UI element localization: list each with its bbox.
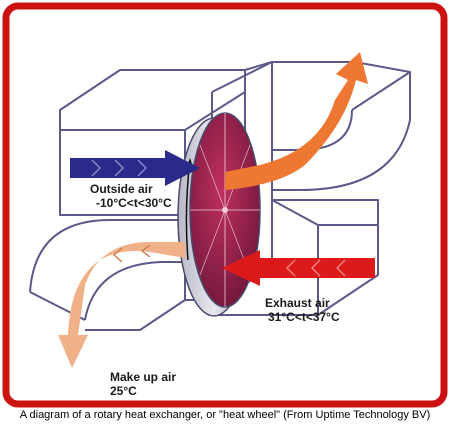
red-frame-border (2, 2, 448, 408)
outside-air-label: Outside air (90, 182, 153, 196)
diagram-caption: A diagram of a rotary heat exchanger, or… (19, 409, 431, 421)
makeup-air-label: Make up air (110, 370, 177, 384)
makeup-air-arrow (58, 242, 185, 368)
exhaust-air-label: Exhaust air (265, 296, 330, 310)
supply-air-arrow (225, 52, 368, 190)
outside-air-arrow (70, 150, 200, 186)
exhaust-air-arrow (222, 250, 375, 286)
exhaust-air-range: 31°C<t<37°C (268, 310, 340, 324)
makeup-air-temp: 25°C (110, 384, 137, 398)
heat-wheel (177, 112, 261, 317)
outside-air-range: -10°C<t<30°C (96, 196, 172, 210)
